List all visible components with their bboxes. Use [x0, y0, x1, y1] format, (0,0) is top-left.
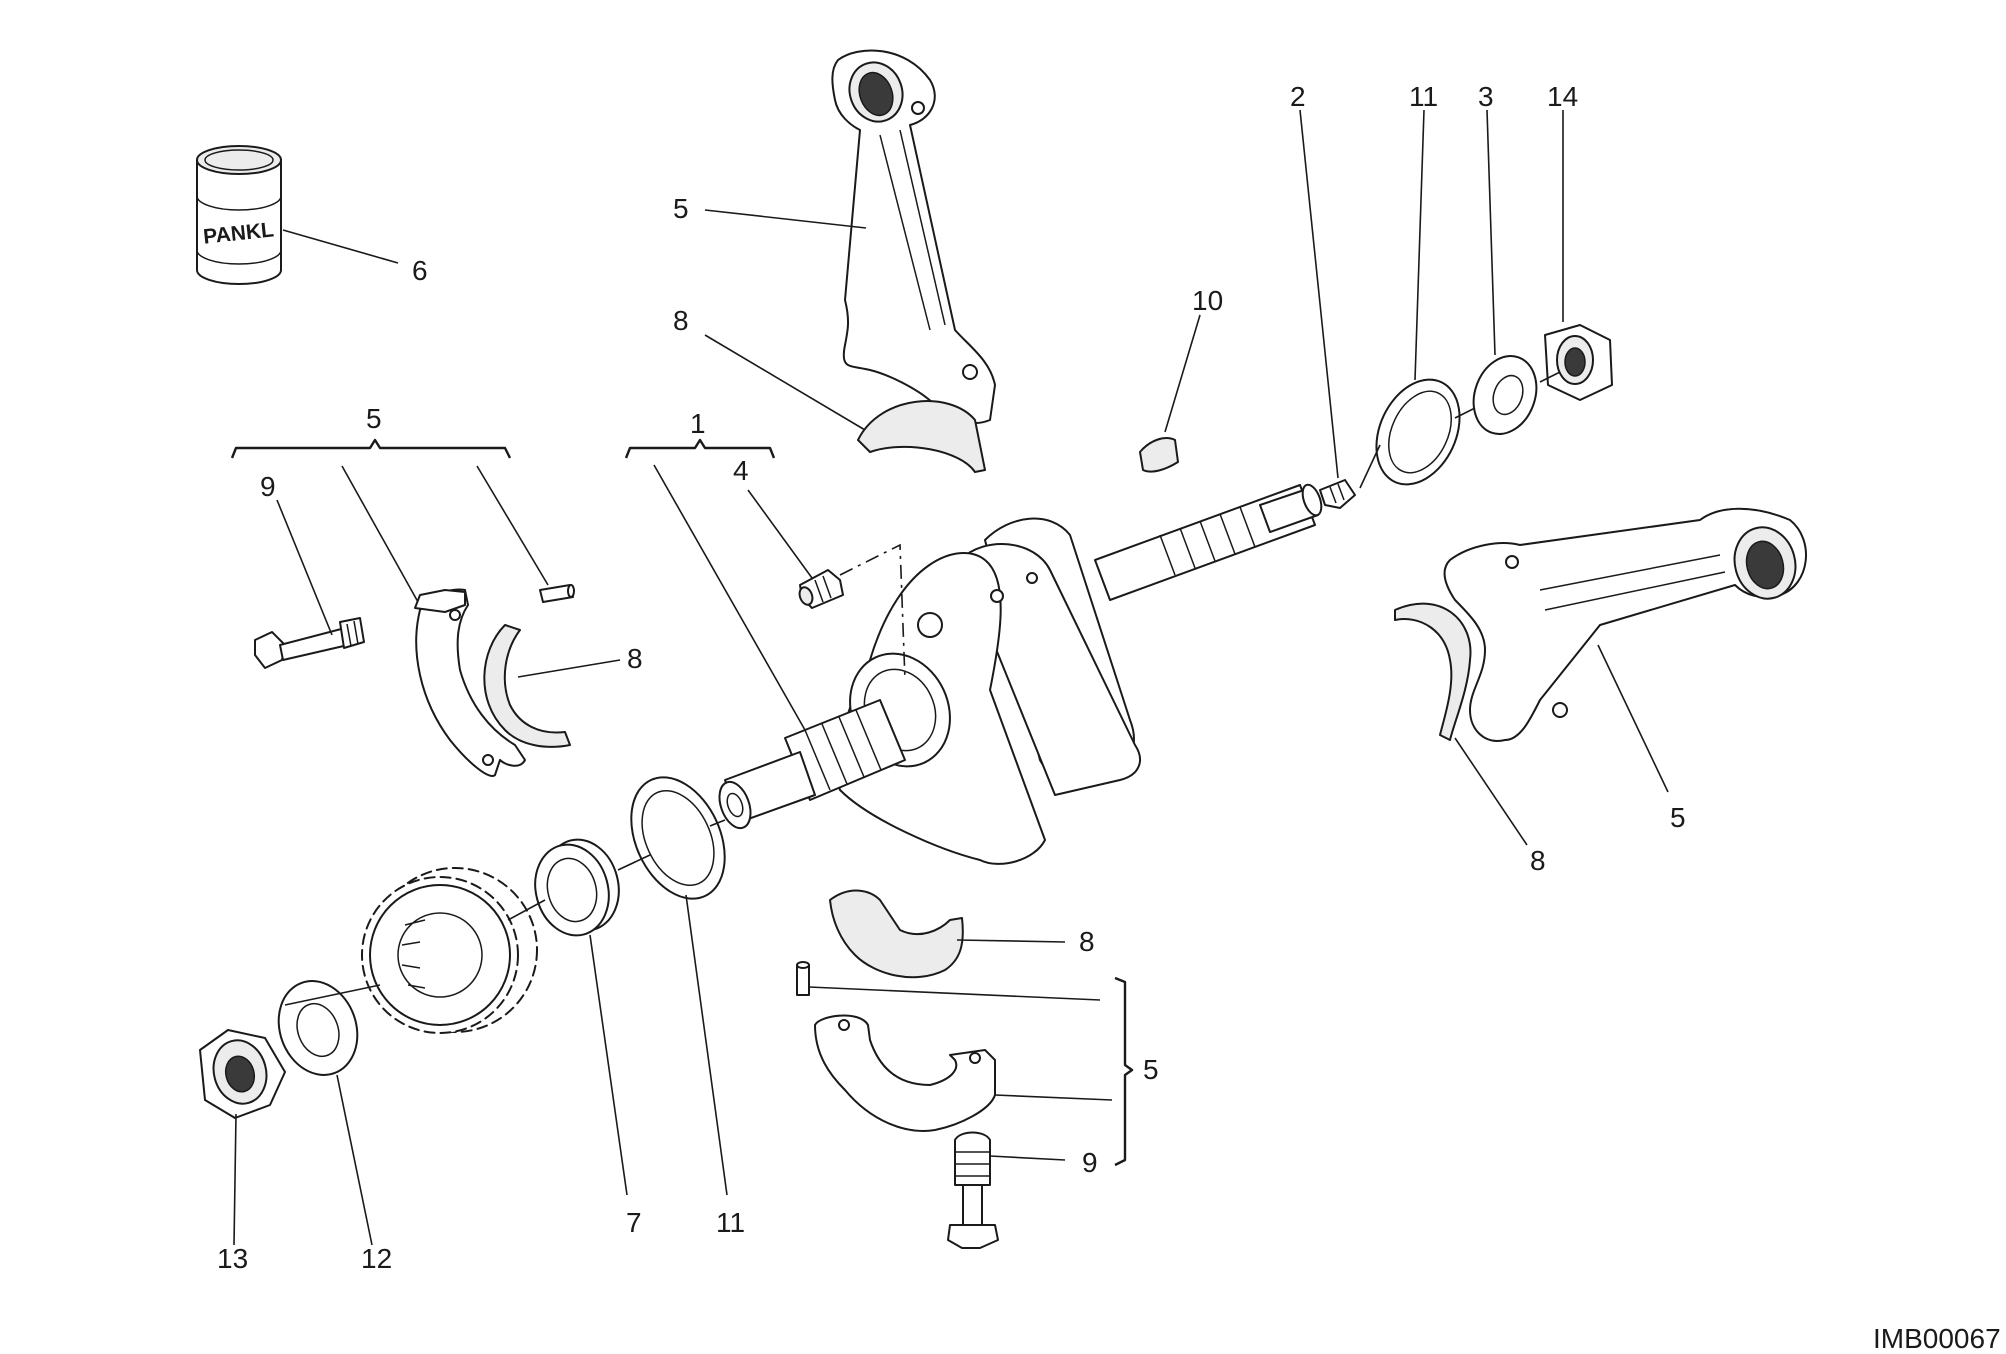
callout-7: 7 [626, 1207, 642, 1238]
callout-11-bottom: 11 [716, 1207, 745, 1238]
part-8-bearing-shell-top [857, 400, 986, 473]
part-7-seal [534, 838, 620, 937]
part-5-rod-cap-bottom [814, 1014, 996, 1132]
callout-2: 2 [1290, 81, 1306, 112]
part-11-washer-bottom [630, 776, 726, 900]
brace-part-5-bottom [1114, 976, 1134, 1167]
part-14-nut [1544, 324, 1613, 401]
part-10-woodruff-key [1139, 437, 1179, 473]
callout-9-left: 9 [260, 471, 276, 502]
part-5-connecting-rod-right [1443, 507, 1807, 742]
part-11-washer-right [1375, 378, 1461, 486]
callout-8-rod-top: 8 [673, 305, 689, 336]
brace-part-1 [624, 438, 776, 459]
part-9-bolt-left [254, 617, 365, 669]
part-6-bushing: PANKL [196, 145, 282, 285]
callout-5-rod-top: 5 [673, 193, 689, 224]
part-8-bearing-shell-left [483, 624, 571, 748]
part-5-connecting-rod-top [831, 49, 996, 425]
callout-6: 6 [412, 255, 428, 286]
callout-13: 13 [217, 1243, 248, 1274]
part-3-washer [1472, 355, 1538, 435]
part-8-bearing-shell-bottom [829, 889, 964, 979]
leader-lines [233, 109, 1669, 1246]
part-13-nut [199, 1029, 286, 1119]
part-2-plug [1319, 479, 1356, 509]
callout-labels: 5 8 6 5 9 8 1 4 10 2 11 3 14 5 8 8 5 9 1… [217, 81, 1686, 1274]
callout-1: 1 [690, 408, 706, 439]
callout-8-rod-right: 8 [1530, 845, 1546, 876]
image-reference-code: IMB00067 [1873, 1323, 2001, 1354]
part-8-bearing-shell-right [1394, 602, 1472, 741]
callout-12: 12 [361, 1243, 392, 1274]
part-9-bolt-bottom [947, 1131, 999, 1249]
callout-14: 14 [1547, 81, 1578, 112]
part-12-lock-washer [277, 980, 359, 1076]
brace-part-5-left [230, 438, 512, 459]
callout-5-cap-bottom: 5 [1143, 1054, 1159, 1085]
callout-5-cap-left: 5 [366, 403, 382, 434]
callout-8-cap-bottom: 8 [1079, 926, 1095, 957]
dowel-pin-bottom [796, 961, 810, 996]
callout-10: 10 [1192, 285, 1223, 316]
timing-gear [361, 867, 538, 1034]
part-4-plug [798, 569, 844, 609]
callout-9-bottom: 9 [1082, 1147, 1098, 1178]
callout-5-rod-right: 5 [1670, 802, 1686, 833]
callout-8-cap-left: 8 [627, 643, 643, 674]
part-5-rod-cap-left [414, 588, 526, 777]
callout-4: 4 [733, 455, 749, 486]
callout-3: 3 [1478, 81, 1494, 112]
dowel-pin-left [539, 584, 575, 603]
callout-11-right: 11 [1409, 81, 1438, 112]
part-1-crankshaft [718, 483, 1323, 865]
